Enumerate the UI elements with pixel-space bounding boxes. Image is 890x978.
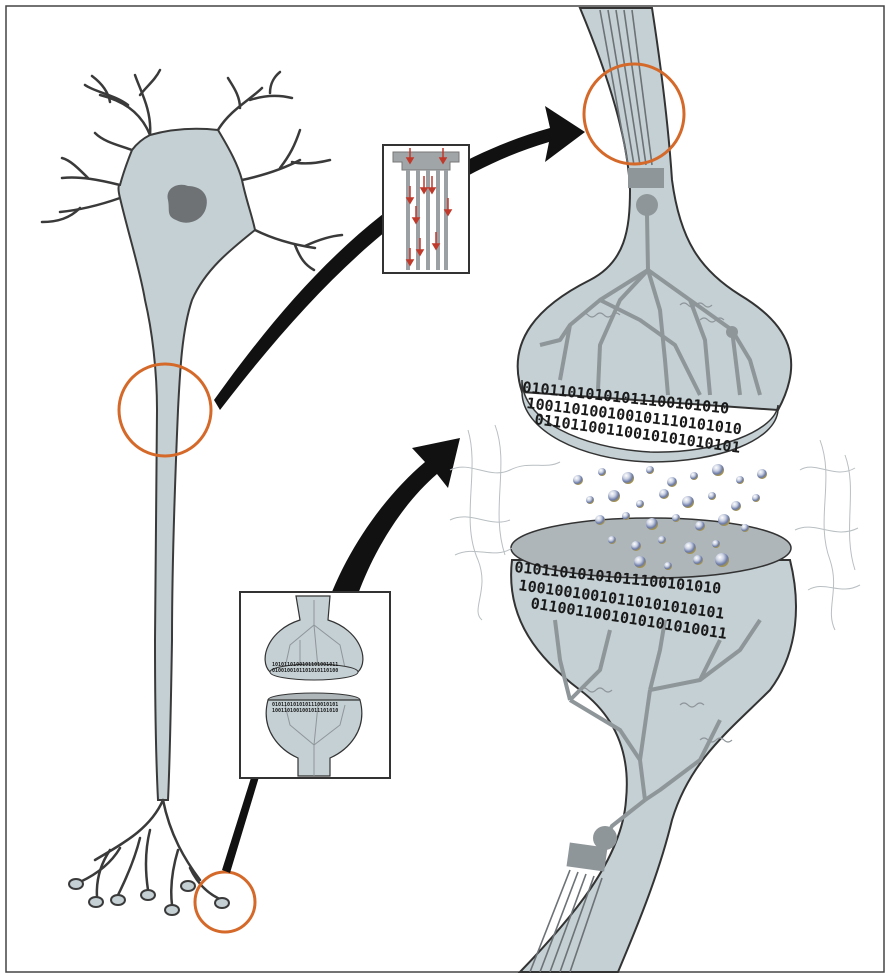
axon-terminals — [80, 800, 222, 905]
vesicle — [664, 562, 672, 570]
vesicle — [646, 466, 654, 474]
vesicle — [712, 540, 720, 548]
vesicle — [595, 515, 605, 525]
vesicle — [752, 494, 760, 502]
vesicle — [598, 468, 606, 476]
pointer-terminal-to-inset — [222, 765, 262, 873]
vesicle — [659, 489, 669, 499]
glial-fibers-right — [795, 440, 860, 630]
neuron — [42, 70, 342, 915]
synapse-inset: 1010110100101101001011 01001001011010101… — [240, 592, 390, 778]
vesicle — [573, 475, 583, 485]
vesicle — [684, 542, 696, 554]
vesicle — [712, 464, 724, 476]
vesicle — [672, 514, 680, 522]
vesicle — [646, 518, 658, 530]
vesicle — [667, 477, 677, 487]
svg-text:0100100101101010110100: 0100100101101010110100 — [272, 668, 338, 674]
vesicle — [693, 555, 703, 565]
vesicle — [608, 536, 616, 544]
vesicle — [715, 553, 729, 567]
vesicle — [658, 536, 666, 544]
svg-text:1001101001001011101010: 1001101001001011101010 — [272, 708, 338, 714]
vesicle — [634, 556, 646, 568]
vesicle — [636, 500, 644, 508]
vesicle — [622, 472, 634, 484]
vesicle — [631, 541, 641, 551]
vesicle — [690, 472, 698, 480]
axon-fiber-inset — [383, 145, 469, 273]
vesicle — [718, 514, 730, 526]
vesicle — [608, 490, 620, 502]
vesicle — [741, 524, 749, 532]
terminal-boutons — [69, 879, 229, 915]
vesicle — [708, 492, 716, 500]
soma-and-axon — [119, 129, 256, 800]
vesicle — [586, 496, 594, 504]
vesicle — [757, 469, 767, 479]
vesicle — [695, 521, 705, 531]
vesicle — [682, 496, 694, 508]
vesicle — [622, 512, 630, 520]
vesicle — [736, 476, 744, 484]
vesicle — [731, 501, 741, 511]
